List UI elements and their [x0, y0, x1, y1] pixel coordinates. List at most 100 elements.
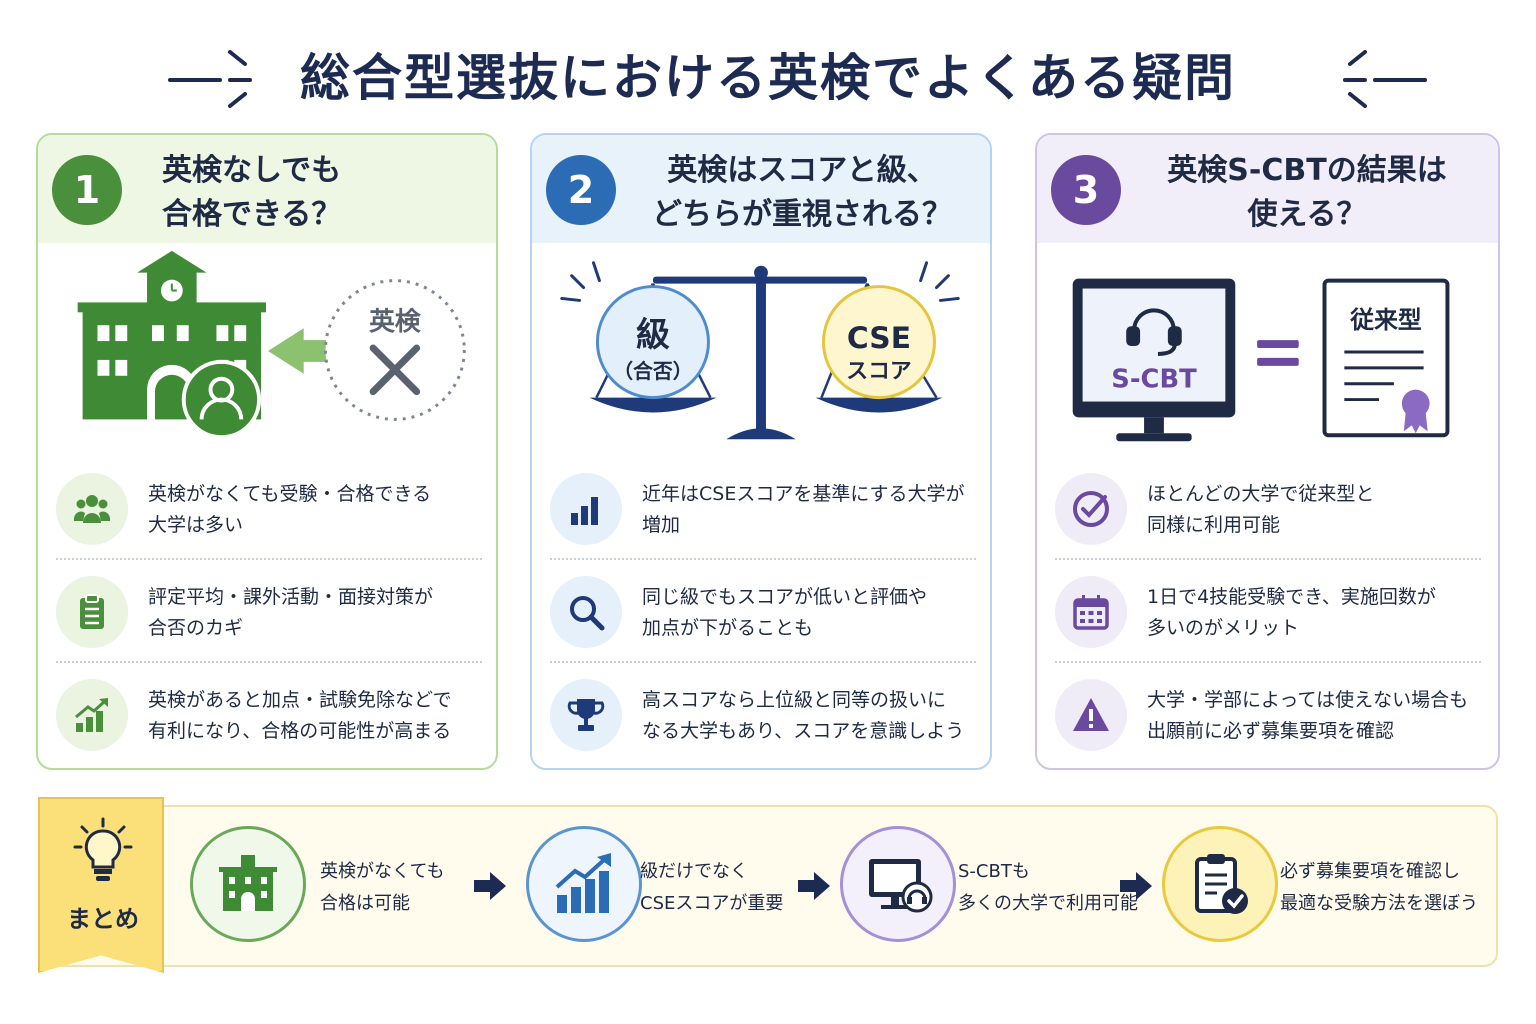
card-number: 2: [546, 155, 616, 225]
list-item: 評定平均・課外活動・面接対策が 合否のカギ: [56, 560, 482, 663]
item-line: 合否のカギ: [148, 617, 244, 639]
title-row: 総合型選抜における英検でよくある疑問: [0, 28, 1536, 118]
person-avatar-icon: [181, 359, 262, 440]
monitor-icon: [1072, 278, 1236, 442]
card-items: 英検がなくても受験・合格できる 大学は多い 評定平均・課外活動・面接対策が 合否…: [56, 457, 482, 766]
warning-icon: [1055, 679, 1127, 751]
title-deco-left-icon: [168, 50, 252, 108]
item-line: 高スコアなら上位級と同等の扱いに: [642, 689, 947, 711]
list-item: ほとんどの大学で従来型と 同様に利用可能: [1055, 457, 1481, 560]
item-line: 増加: [642, 514, 681, 536]
list-item: 1日で4技能受験でき、実施回数が 多いのがメリット: [1055, 560, 1481, 663]
question-line: 英検なしでも: [162, 153, 342, 188]
question-line: 使える？: [1247, 197, 1367, 232]
clipboard-check-icon: [1195, 854, 1248, 914]
summary-step-2-text: 級だけでなく CSEスコアが重要: [640, 856, 840, 920]
cse-pan: [821, 285, 936, 400]
paper-label: 従来型: [1349, 306, 1422, 334]
right-arrow-icon: [1120, 872, 1152, 900]
item-line: 有利になり、合格の可能性が高まる: [148, 720, 452, 742]
item-line: なる大学もあり、スコアを意識しよう: [642, 720, 965, 742]
item-line: 出願前に必ず募集要項を確認: [1147, 720, 1395, 742]
right-arrow-icon: [474, 872, 506, 900]
summary-tag: まとめ: [38, 797, 164, 973]
item-line: 1日で4技能受験でき、実施回数が: [1147, 586, 1436, 608]
summary-step-4-text: 必ず募集要項を確認し 最適な受験方法を選ぼう: [1280, 856, 1500, 920]
item-text: 英検がなくても受験・合格できる 大学は多い: [148, 479, 482, 541]
list-item: 大学・学部によっては使えない場合も 出願前に必ず募集要項を確認: [1055, 663, 1481, 766]
summary-step-3-text: S-CBTも 多くの大学で利用可能: [958, 856, 1158, 920]
item-text: 近年はCSEスコアを基準にする大学が 増加: [642, 479, 976, 541]
item-line: 加点が下がることも: [642, 617, 814, 639]
list-item: 英検があると加点・試験免除などで 有利になり、合格の可能性が高まる: [56, 663, 482, 766]
faq-card-1: 1 英検なしでも 合格できる？: [36, 133, 498, 770]
cse-sub-label: スコア: [846, 359, 911, 384]
clipboard-icon: [56, 576, 128, 648]
growth-chart-icon: [56, 679, 128, 751]
right-arrow-icon: [798, 872, 830, 900]
card-number: 1: [52, 155, 122, 225]
step-line: CSEスコアが重要: [640, 893, 784, 914]
item-text: 英検があると加点・試験免除などで 有利になり、合格の可能性が高まる: [148, 685, 482, 747]
step-line: 合格は可能: [320, 893, 410, 914]
calendar-icon: [1055, 576, 1127, 648]
check-circle-icon: [1055, 473, 1127, 545]
eiken-badge-label: 英検: [369, 307, 421, 337]
magnifier-icon: [550, 576, 622, 648]
item-text: 高スコアなら上位級と同等の扱いに なる大学もあり、スコアを意識しよう: [642, 685, 976, 747]
trophy-icon: [550, 679, 622, 751]
card-question: 英検なしでも 合格できる？: [162, 149, 496, 237]
item-line: 大学・学部によっては使えない場合も: [1147, 689, 1469, 711]
item-text: 大学・学部によっては使えない場合も 出願前に必ず募集要項を確認: [1147, 685, 1481, 747]
item-line: 同様に利用可能: [1147, 514, 1281, 536]
summary-step-2: [526, 826, 642, 942]
card-header: 2 英検はスコアと級、 どちらが重視される？: [532, 135, 990, 243]
balance-scale-illustration: 級 （合否） CSE スコア: [560, 261, 960, 440]
cross-icon: [369, 344, 421, 396]
list-item: 同じ級でもスコアが低いと評価や 加点が下がることも: [550, 560, 976, 663]
item-text: 1日で4技能受験でき、実施回数が 多いのがメリット: [1147, 582, 1481, 644]
list-item: 高スコアなら上位級と同等の扱いに なる大学もあり、スコアを意識しよう: [550, 663, 976, 766]
card-header: 1 英検なしでも 合格できる？: [38, 135, 496, 243]
scale-icon: [589, 265, 943, 440]
certificate-icon: [1322, 278, 1450, 438]
question-line: 英検はスコアと級、: [667, 153, 937, 188]
monitor-headset-icon: [869, 859, 933, 913]
monitor-label: S-CBT: [1111, 365, 1197, 395]
grade-pan: [595, 285, 710, 400]
equals-icon: [1257, 340, 1299, 366]
step-line: 英検がなくても: [320, 861, 445, 882]
card-number: 3: [1051, 155, 1121, 225]
page-title: 総合型選抜における英検でよくある疑問: [300, 49, 1236, 107]
card-header: 3 英検S-CBTの結果は 使える？: [1037, 135, 1498, 243]
lightbulb-icon: [73, 817, 133, 881]
school-icon: [219, 855, 277, 911]
headset-icon: [1126, 308, 1182, 356]
item-line: ほとんどの大学で従来型と: [1147, 483, 1375, 505]
list-item: 英検がなくても受験・合格できる 大学は多い: [56, 457, 482, 560]
item-line: 同じ級でもスコアが低いと評価や: [642, 586, 928, 608]
item-line: 大学は多い: [148, 514, 244, 536]
item-line: 評定平均・課外活動・面接対策が: [148, 586, 434, 608]
card-items: ほとんどの大学で従来型と 同様に利用可能 1日で4技能受験でき、実施回数が 多い…: [1055, 457, 1481, 766]
card-question: 英検はスコアと級、 どちらが重視される？: [632, 149, 972, 237]
step-line: S-CBTも: [958, 861, 1030, 882]
item-line: 英検があると加点・試験免除などで: [148, 689, 452, 711]
summary-step-1: [190, 826, 306, 942]
step-line: 多くの大学で利用可能: [958, 893, 1138, 914]
item-line: 英検がなくても受験・合格できる: [148, 483, 432, 505]
title-deco-right-icon: [1343, 50, 1427, 108]
item-text: 同じ級でもスコアが低いと評価や 加点が下がることも: [642, 582, 976, 644]
question-line: 英検S-CBTの結果は: [1167, 153, 1447, 188]
summary-step-4: [1162, 826, 1278, 942]
faq-card-2: 2 英検はスコアと級、 どちらが重視される？ 級 （合否） CSE スコア: [530, 133, 992, 770]
cse-label: CSE: [847, 321, 911, 356]
grade-sub-label: （合否）: [613, 360, 692, 383]
eiken-badge: [324, 279, 466, 421]
step-line: 必ず募集要項を確認し: [1280, 861, 1460, 882]
step-line: 最適な受験方法を選ぼう: [1280, 893, 1478, 914]
card-items: 近年はCSEスコアを基準にする大学が 増加 同じ級でもスコアが低いと評価や 加点…: [550, 457, 976, 766]
item-line: 近年はCSEスコアを基準にする大学が: [642, 483, 965, 505]
grade-label: 級: [636, 315, 670, 354]
summary-step-3: [840, 826, 956, 942]
